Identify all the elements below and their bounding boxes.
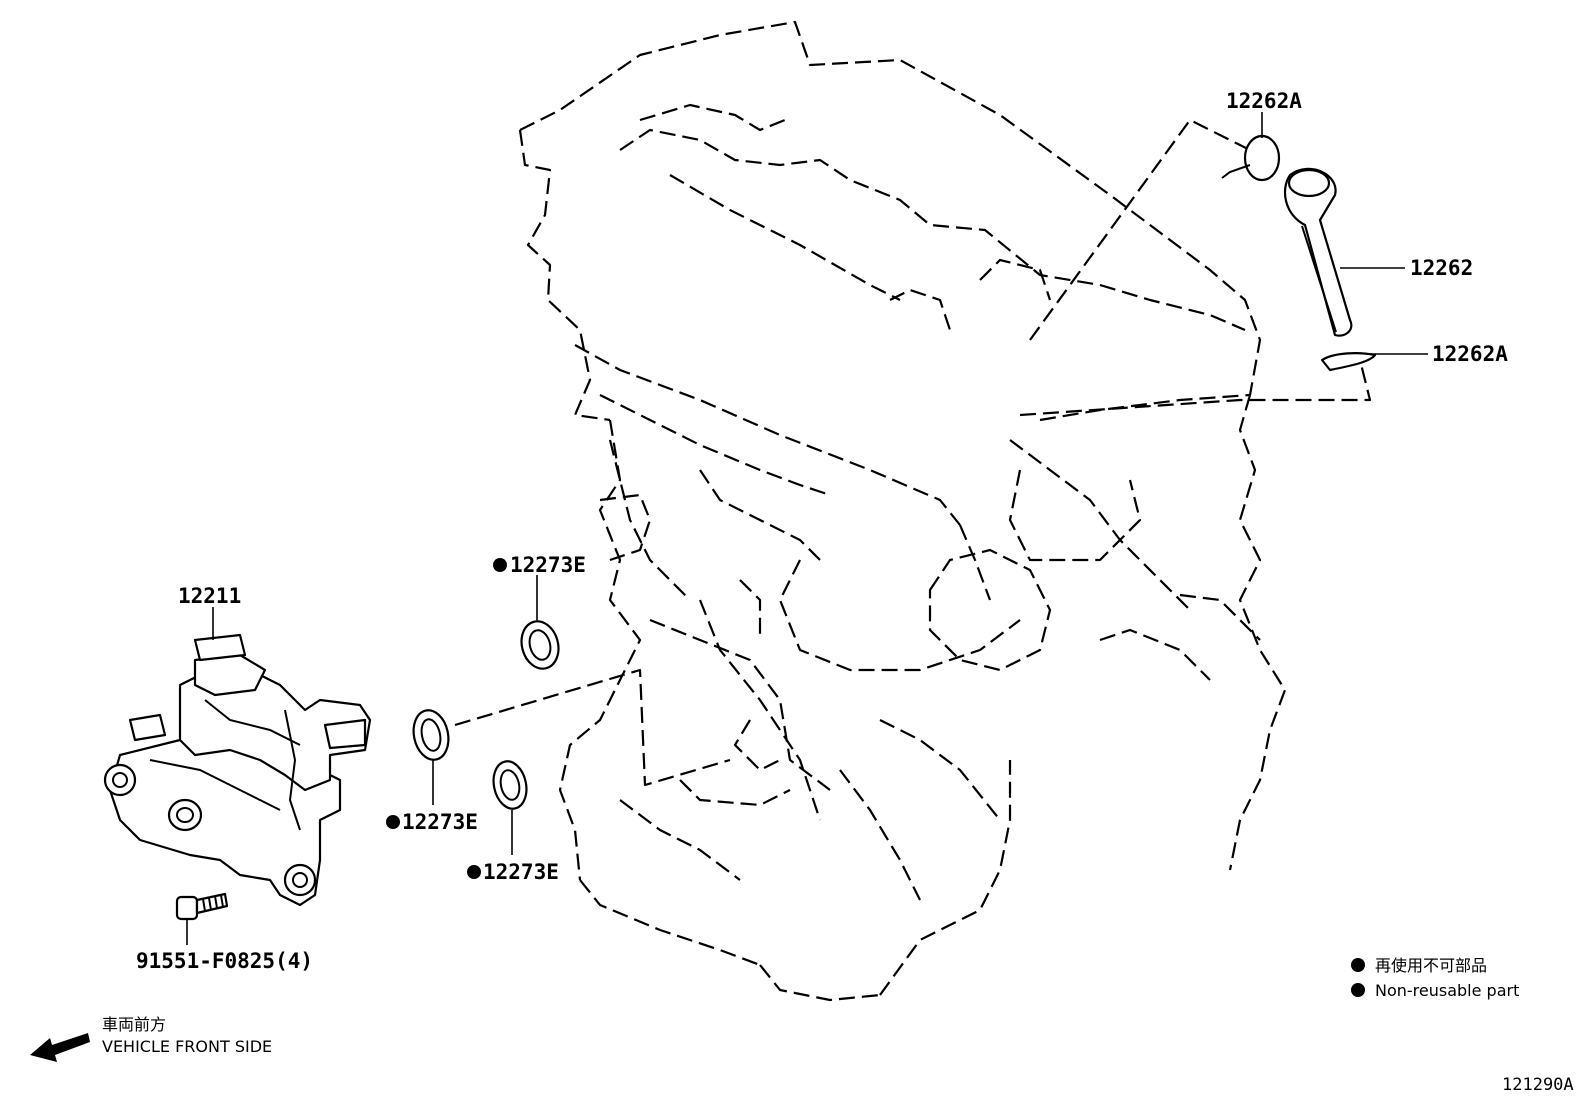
legend-bullet	[1351, 958, 1365, 972]
label-gasket-bottom: 12273E	[483, 860, 559, 884]
label-oil-separator: 12211	[178, 584, 241, 608]
legend-en: Non-reusable part	[1375, 981, 1519, 1000]
hose-clamp-lower-icon	[1320, 352, 1377, 372]
hose-leader-upper	[1029, 118, 1251, 341]
label-hose-clamp-lower: 12262A	[1432, 342, 1508, 366]
gasket-left-icon	[412, 709, 450, 761]
front-arrow-icon	[30, 1033, 90, 1062]
label-gasket-top: 12273E	[510, 553, 586, 577]
hose-assembly	[1221, 134, 1377, 372]
legend-jp: 再使用不可部品	[1375, 956, 1487, 975]
direction-jp: 車両前方	[102, 1015, 166, 1034]
label-hose: 12262	[1410, 256, 1473, 280]
gasket-top-icon	[520, 620, 560, 670]
legend-bullet	[1351, 983, 1365, 997]
direction-en: VEHICLE FRONT SIDE	[102, 1037, 272, 1056]
engine-outline	[518, 20, 1287, 1002]
hose-clamp-upper-icon	[1243, 134, 1281, 182]
non-reusable-marker	[386, 815, 400, 829]
label-gasket-left: 12273E	[402, 810, 478, 834]
gaskets	[412, 620, 560, 810]
bolt-icon	[175, 892, 229, 921]
oil-separator-icon	[103, 633, 372, 907]
hose-leader-lower	[1019, 359, 1372, 417]
label-bolt: 91551-F0825(4)	[136, 949, 313, 973]
label-hose-clamp-upper: 12262A	[1226, 89, 1302, 113]
gasket-leader	[454, 668, 731, 787]
figure-id: 121290A	[1502, 1075, 1574, 1095]
non-reusable-marker	[467, 865, 481, 879]
non-reusable-marker	[493, 558, 507, 572]
gasket-bottom-icon	[492, 760, 528, 810]
